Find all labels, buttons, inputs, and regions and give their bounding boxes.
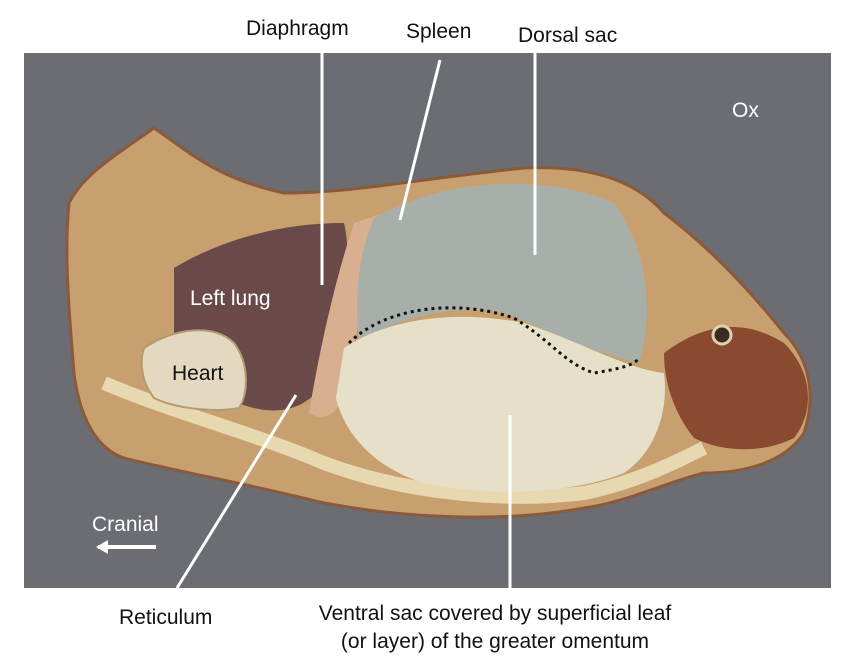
leader-spleen [398,59,442,221]
label-species: Ox [732,99,759,122]
ventral-sac-line-1: Ventral sac covered by superficial leaf [318,602,672,625]
label-left-lung: Left lung [190,287,271,310]
specimen-photo: Ox Left lung Heart Cranial [24,53,831,588]
cranial-arrow-icon [96,540,156,554]
ventral-wall [101,376,708,504]
heart [140,329,247,411]
dorsal-sac [357,183,647,363]
label-ventral-sac: Ventral sac covered by superficial leaf … [260,600,730,656]
label-dorsal-sac: Dorsal sac [518,24,618,47]
dotted-boundary [347,306,641,375]
label-spleen: Spleen [406,20,472,43]
specimen-illustration [65,126,812,519]
head-section [664,326,808,450]
label-diaphragm: Diaphragm [246,17,349,40]
eye [711,324,733,346]
label-reticulum: Reticulum [119,606,213,629]
ventral-sac [336,316,665,492]
ventral-sac-line-2: (or layer) of the greater omentum [340,630,650,653]
label-cranial: Cranial [92,513,159,536]
label-heart: Heart [172,362,224,385]
leader-reticulum [175,394,298,589]
